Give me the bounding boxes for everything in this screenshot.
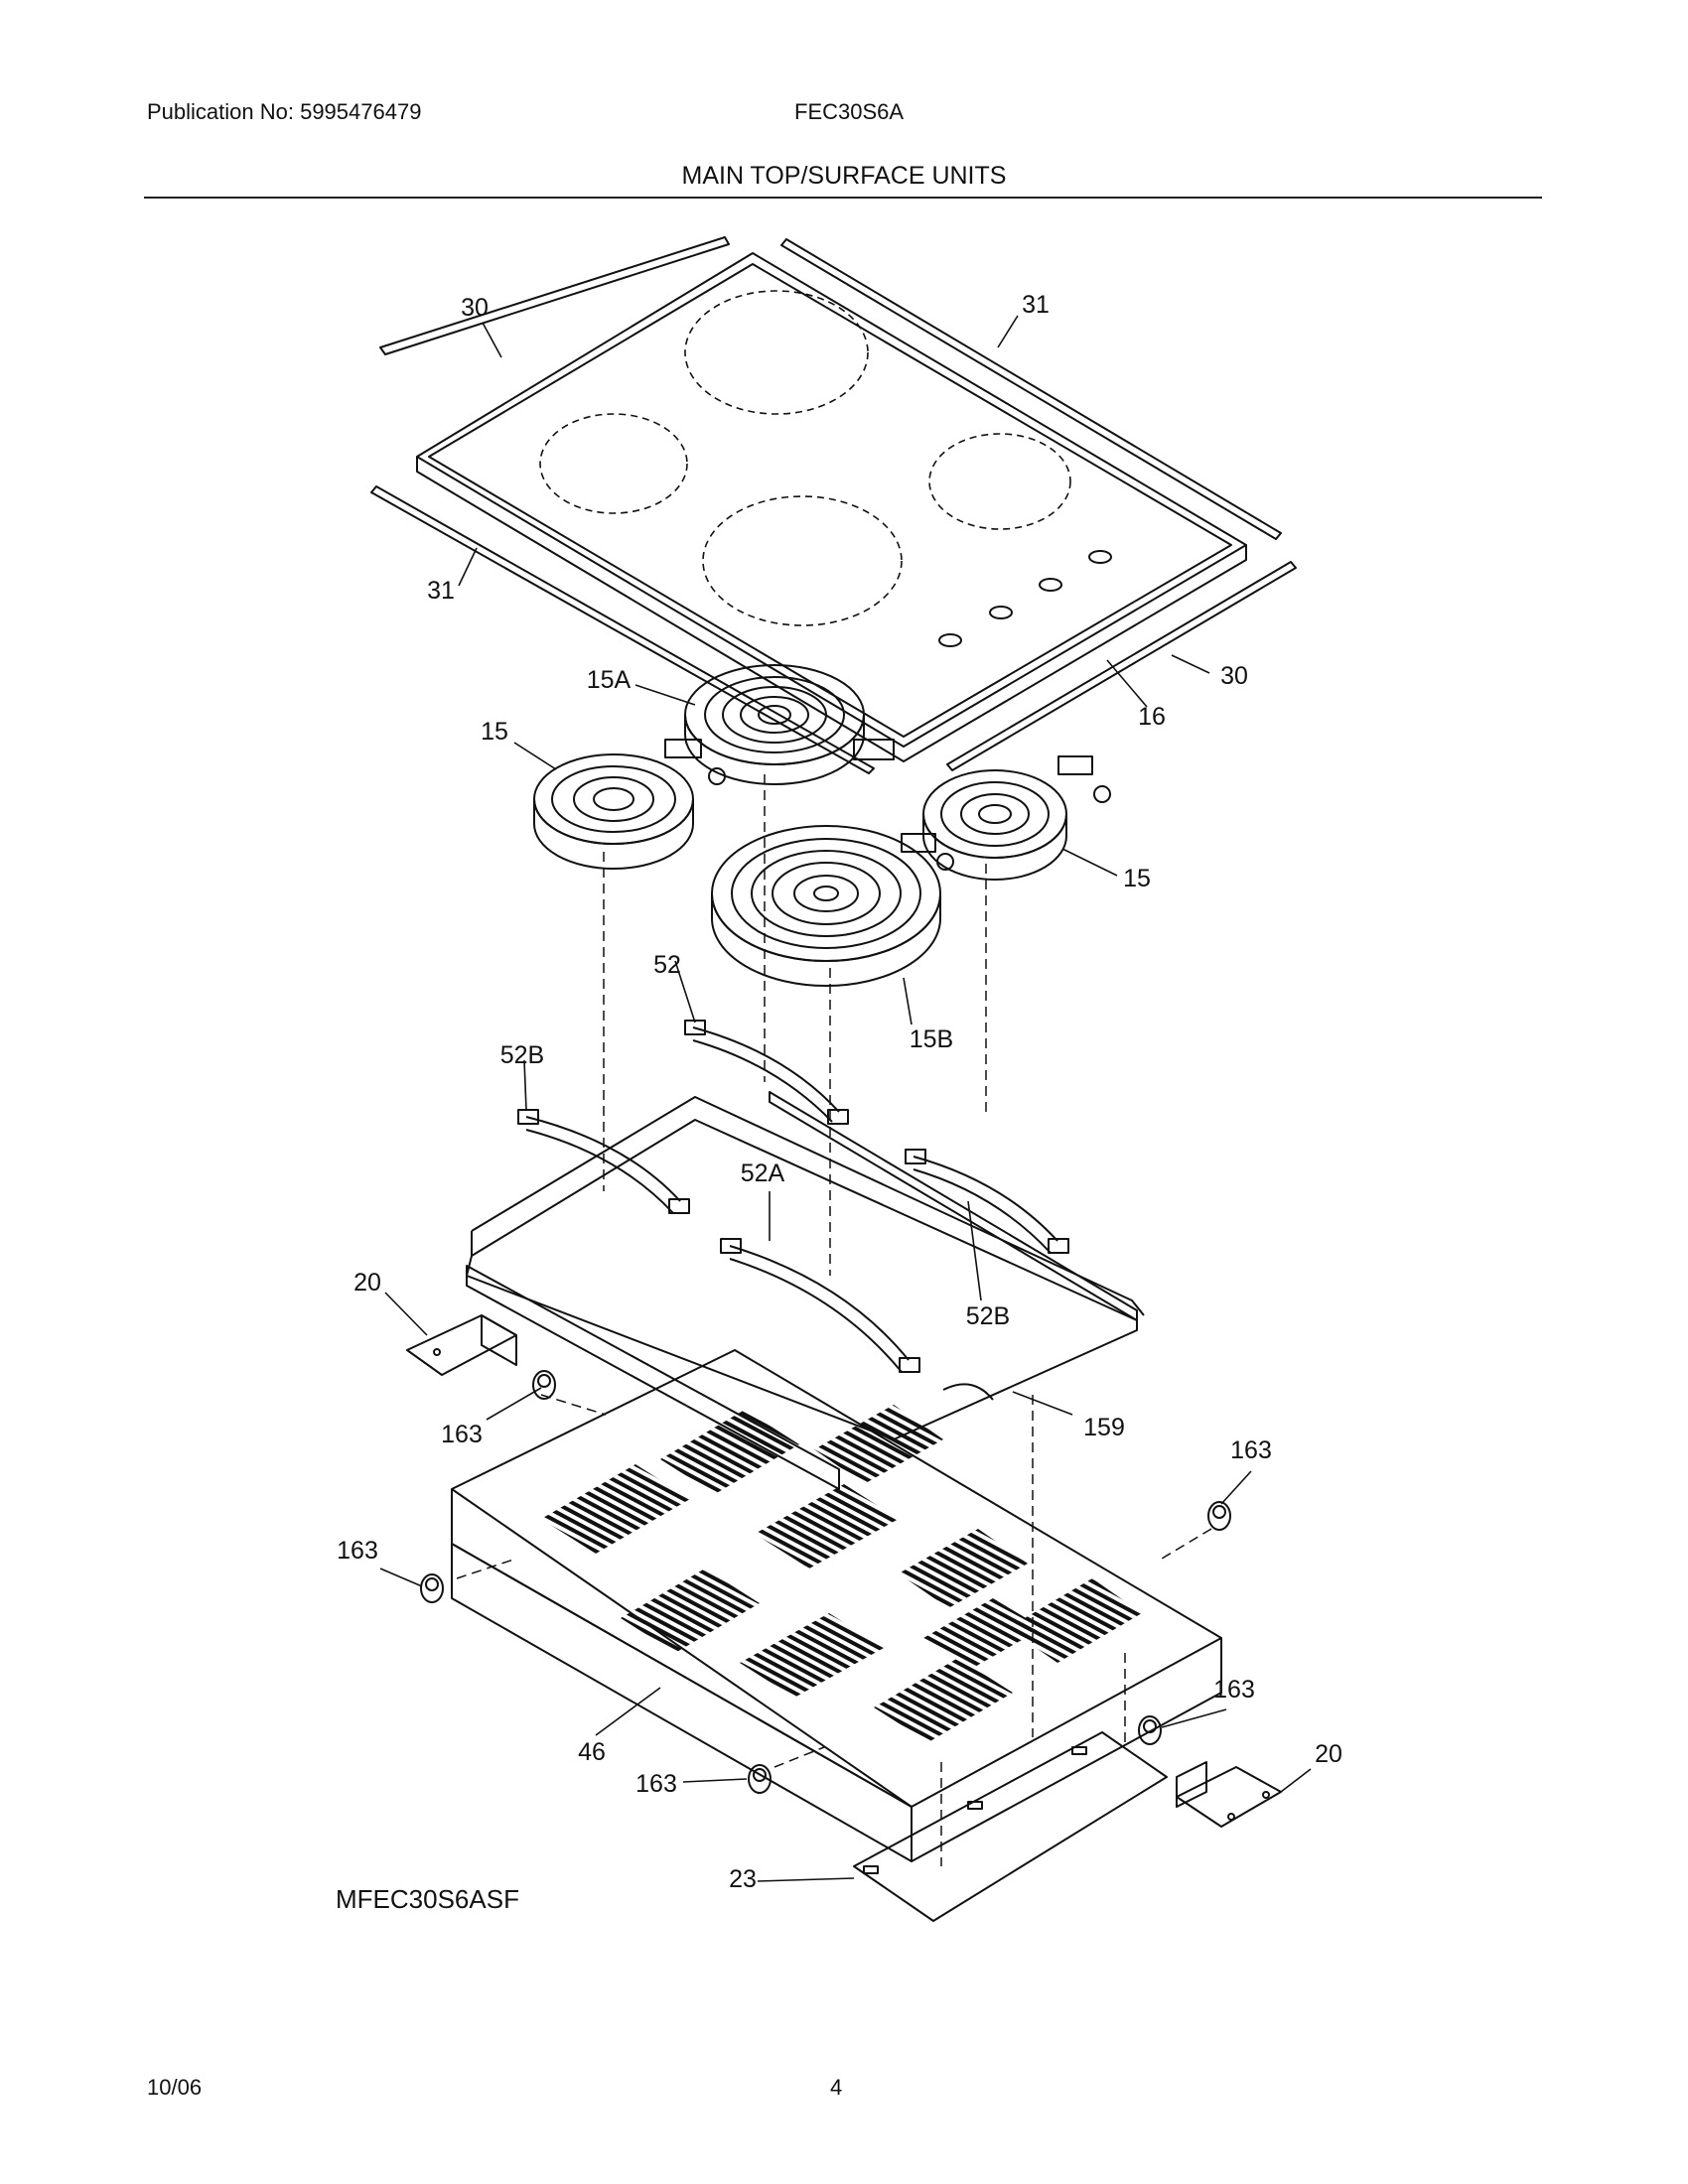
bracket-20-right [1176,1761,1282,1828]
callout-label: 163 [337,1537,378,1565]
callout-label: 23 [729,1865,757,1893]
callout-label: 16 [1138,703,1166,731]
surface-element-15-right [922,755,1111,881]
bottom-box [451,1349,1222,1862]
callout-label: 30 [461,294,489,322]
callout-label: 15B [910,1025,953,1053]
model-number: FEC30S6A [794,99,905,124]
spacers-163 [420,1370,1231,1794]
callout-label: 31 [427,577,455,605]
surface-element-15A [684,664,895,785]
bracket-52B-right [905,1149,1069,1254]
callout-label: 163 [635,1770,677,1798]
callout-label: 52A [741,1160,785,1187]
glass-cooktop [416,252,1247,762]
support-panel [466,1091,1145,1490]
callout-label: 20 [353,1269,381,1297]
callout-label: 15 [481,718,508,746]
publication-date: 10/06 [147,2075,203,2100]
callout-label: 31 [1022,291,1050,319]
callout-label: 52B [966,1302,1010,1330]
section-title: MAIN TOP/SURFACE UNITS [681,162,1007,190]
alignment-lines [456,774,1212,1866]
bracket-52 [684,1020,849,1125]
page-number: 4 [830,2075,843,2100]
drawing-id: MFEC30S6ASF [336,1884,519,1914]
trim-strip-30-lower [946,561,1297,771]
callout-label: 159 [1083,1414,1125,1441]
surface-element-15-left [533,739,726,870]
callout-label: 163 [441,1421,483,1448]
bracket-52A [720,1238,920,1373]
callout-label: 30 [1220,662,1248,690]
leader-lines [379,315,1312,1882]
trim-strip-31-lower [370,485,875,774]
callout-label: 52 [653,951,681,979]
surface-element-15B [711,825,954,987]
trim-strip-30-upper [379,236,730,355]
cover-plate-23 [853,1731,1168,1922]
publication-number: Publication No: 5995476479 [147,99,422,124]
callout-label: 163 [1230,1436,1272,1464]
header-rule [144,197,1542,199]
callout-label: 15 [1123,865,1151,892]
callout-label: 20 [1315,1740,1342,1768]
callout-label: 15A [587,666,632,694]
callout-labels: 30 31 31 30 16 15A 15 15 15B 52 52B 52A … [337,291,1342,1893]
bracket-20-left [406,1314,517,1376]
trim-strip-31-upper [780,238,1282,540]
bracket-52B-left [517,1109,690,1214]
callout-label: 163 [1213,1676,1255,1704]
callout-label: 46 [578,1738,606,1766]
callout-label: 52B [500,1041,544,1069]
